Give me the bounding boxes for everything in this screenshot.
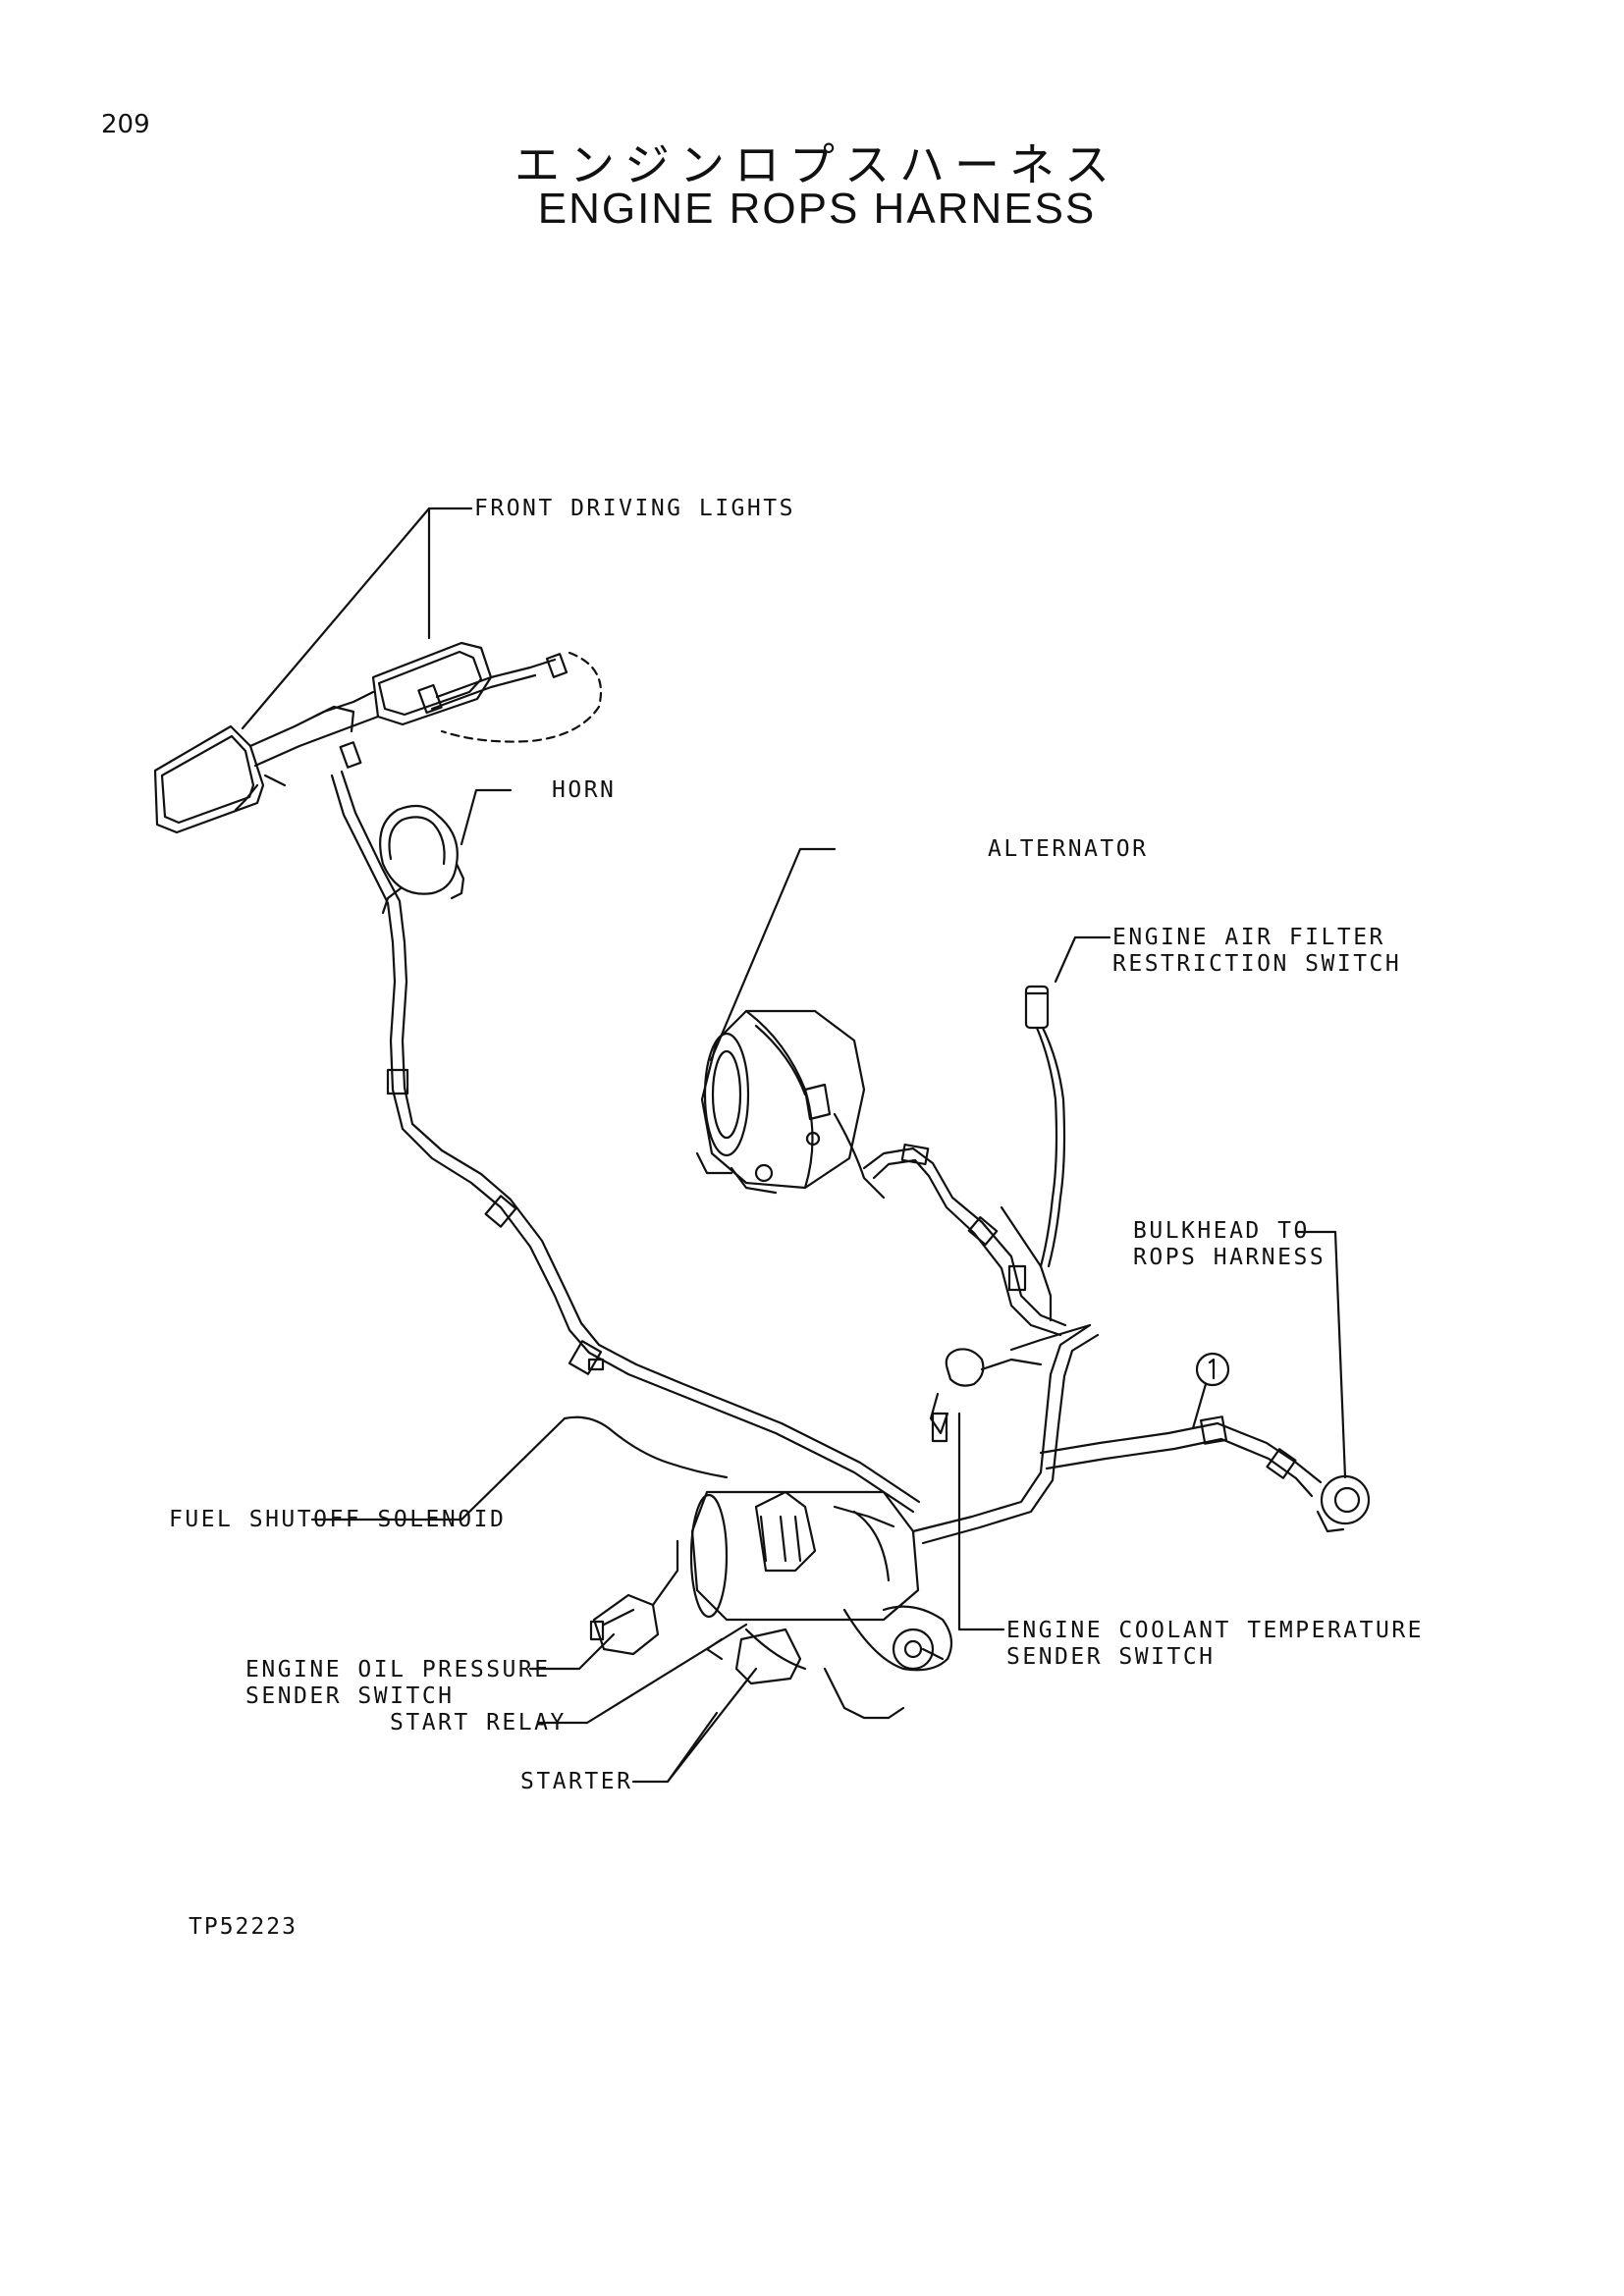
page-number: 209 xyxy=(101,110,150,139)
front-driving-lights-drawing xyxy=(153,641,603,834)
label-air-filter-restriction-switch-line1: ENGINE AIR FILTER xyxy=(1112,925,1385,950)
label-oil-pressure-line2: SENDER SWITCH xyxy=(245,1683,455,1709)
start-relay-drawing xyxy=(705,1628,802,1685)
alternator-drawing xyxy=(695,847,1067,1337)
label-alternator: ALTERNATOR xyxy=(988,836,1149,862)
label-air-filter-restriction-switch-line2: RESTRICTION SWITCH xyxy=(1112,951,1402,977)
horn-drawing xyxy=(379,788,513,915)
label-coolant-temperature-line1: ENGINE COOLANT TEMPERATURE xyxy=(1006,1618,1425,1643)
label-start-relay: START RELAY xyxy=(390,1710,567,1735)
label-fuel-shutoff-solenoid: FUEL SHUTOFF SOLENOID xyxy=(169,1507,507,1532)
oil-pressure-switch-drawing xyxy=(589,1539,679,1656)
air-filter-switch-drawing xyxy=(1000,935,1111,1322)
title-japanese: エンジンロプスハーネス xyxy=(514,138,1119,191)
label-oil-pressure-line1: ENGINE OIL PRESSURE xyxy=(245,1657,551,1682)
rh-harness-drawing xyxy=(911,1323,1371,1545)
label-coolant-temperature-line2: SENDER SWITCH xyxy=(1006,1644,1216,1670)
main-harness-drawing xyxy=(330,770,921,1528)
starter-drawing xyxy=(689,1490,953,1720)
drawing-code: TP52223 xyxy=(189,1914,298,1940)
label-starter: STARTER xyxy=(520,1769,633,1794)
label-front-driving-lights: FRONT DRIVING LIGHTS xyxy=(474,496,795,521)
label-bulkhead-line1: BULKHEAD TO xyxy=(1133,1218,1310,1244)
label-horn: HORN xyxy=(552,777,617,803)
title-english: ENGINE ROPS HARNESS xyxy=(537,185,1097,233)
label-bulkhead-line2: ROPS HARNESS xyxy=(1133,1245,1326,1270)
